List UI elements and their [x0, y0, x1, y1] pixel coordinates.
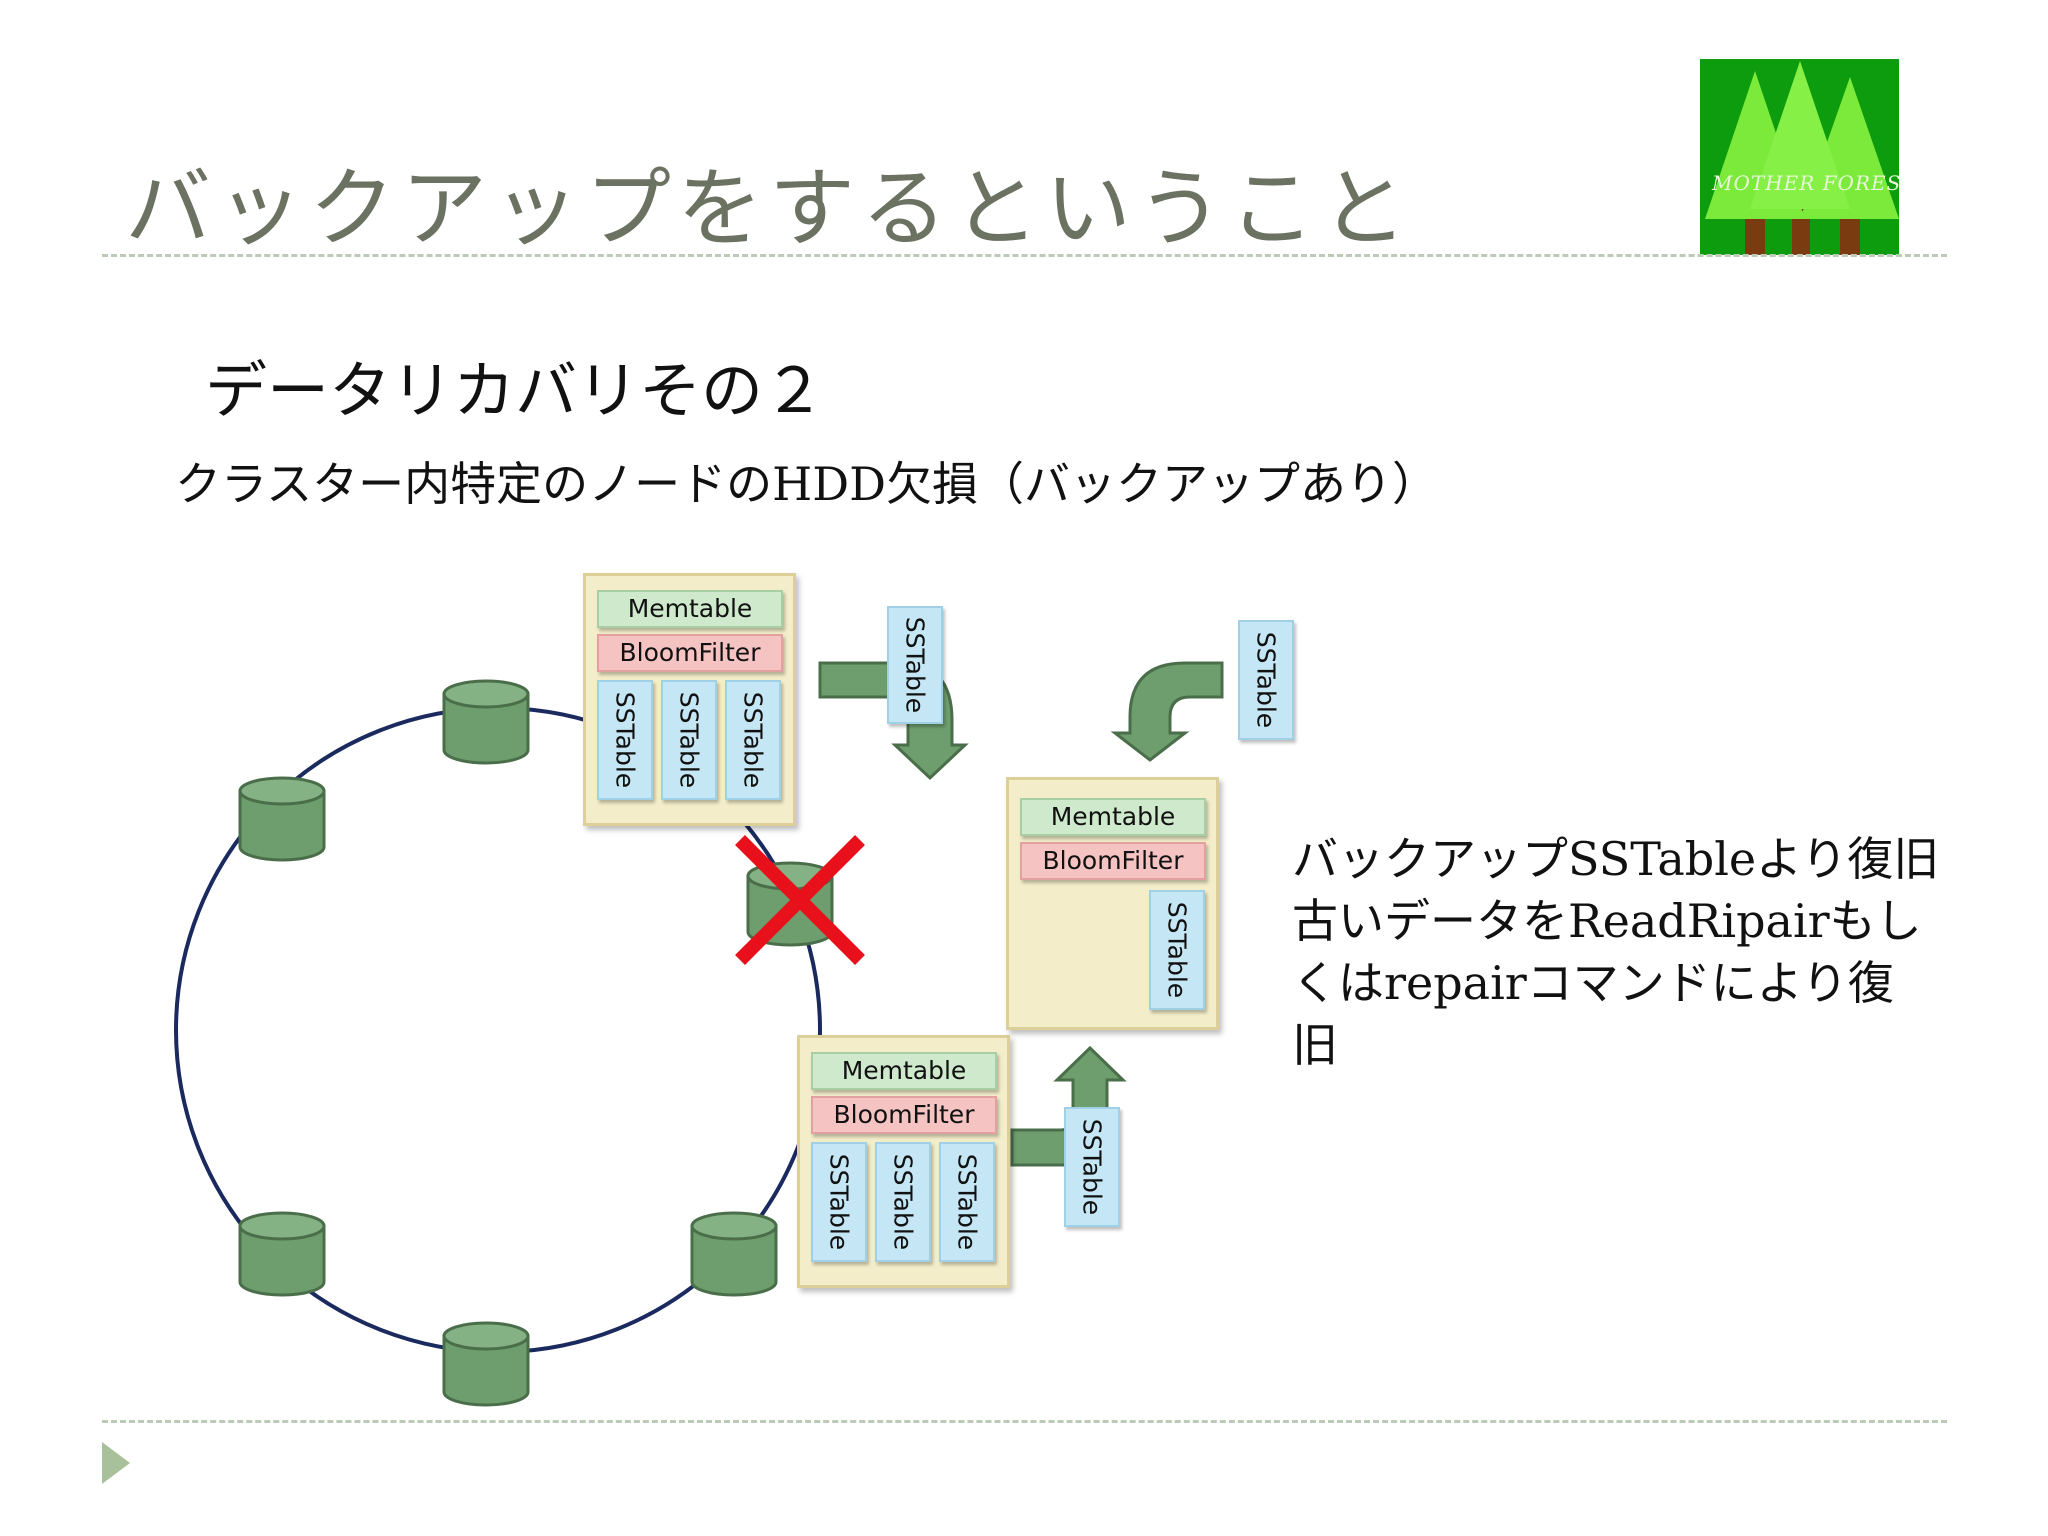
- bloomfilter-bar: BloomFilter: [811, 1096, 997, 1134]
- memtable-bar: Memtable: [1020, 798, 1206, 836]
- section-subheading: クラスター内特定のノードのHDD欠損（バックアップあり）: [175, 457, 1438, 511]
- slide-bullet-arrow-icon: [102, 1442, 130, 1484]
- sstable-label: SSTable: [1251, 631, 1281, 729]
- bloomfilter-bar: BloomFilter: [597, 634, 783, 672]
- sstable-label: SSTable: [738, 691, 768, 789]
- title-divider: [102, 254, 1947, 257]
- footer-divider: [102, 1420, 1947, 1423]
- tree-logo-graphic: [1705, 61, 1899, 255]
- node-cylinder: [442, 679, 530, 765]
- description-line: 旧: [1292, 1018, 1338, 1072]
- node-box-top: Memtable BloomFilter SSTable SSTable SST…: [583, 573, 796, 826]
- sstable-column: SSTable: [725, 680, 781, 800]
- slide-title: バックアップをするということ: [125, 159, 1413, 259]
- sstable-label: SSTable: [1162, 901, 1192, 999]
- sstable-label: SSTable: [900, 616, 930, 714]
- node-cylinder: [690, 1211, 778, 1297]
- sstable-label: SSTable: [1077, 1118, 1107, 1216]
- logo-text: MOTHER FOREST: [1712, 171, 1899, 195]
- sstable-column: SSTable: [939, 1142, 995, 1262]
- memtable-bar: Memtable: [811, 1052, 997, 1090]
- node-cylinder: [238, 776, 326, 862]
- failure-cross-icon: [735, 835, 865, 965]
- floating-sstable: SSTable: [887, 606, 943, 724]
- floating-sstable: SSTable: [1064, 1107, 1120, 1227]
- memtable-bar: Memtable: [597, 590, 783, 628]
- node-box-new: Memtable BloomFilter SSTable: [1006, 777, 1219, 1030]
- arrow-backup-to-new: [1110, 661, 1224, 762]
- sstable-column: SSTable: [597, 680, 653, 800]
- sstable-column: SSTable: [811, 1142, 867, 1262]
- node-box-bottom: Memtable BloomFilter SSTable SSTable SST…: [797, 1035, 1010, 1288]
- sstable-column: SSTable: [1149, 890, 1205, 1010]
- node-cylinder: [238, 1211, 326, 1297]
- mother-forest-logo: MOTHER FOREST: [1700, 59, 1899, 255]
- node-cylinder: [442, 1321, 530, 1407]
- sstable-label: SSTable: [888, 1153, 918, 1251]
- recovery-description: バックアップSSTableより復旧 古いデータをReadRipairもし くはr…: [1292, 828, 1972, 1076]
- description-line: 古いデータをReadRipairもし: [1292, 894, 1922, 948]
- sstable-column: SSTable: [661, 680, 717, 800]
- sstable-label: SSTable: [824, 1153, 854, 1251]
- backup-sstable: SSTable: [1238, 620, 1294, 740]
- sstable-label: SSTable: [610, 691, 640, 789]
- description-line: バックアップSSTableより復旧: [1292, 832, 1940, 886]
- sstable-column: SSTable: [875, 1142, 931, 1262]
- sstable-label: SSTable: [674, 691, 704, 789]
- description-line: くはrepairコマンドにより復: [1292, 956, 1894, 1010]
- bloomfilter-bar: BloomFilter: [1020, 842, 1206, 880]
- sstable-label: SSTable: [952, 1153, 982, 1251]
- section-subtitle: データリカバリその２: [205, 354, 826, 427]
